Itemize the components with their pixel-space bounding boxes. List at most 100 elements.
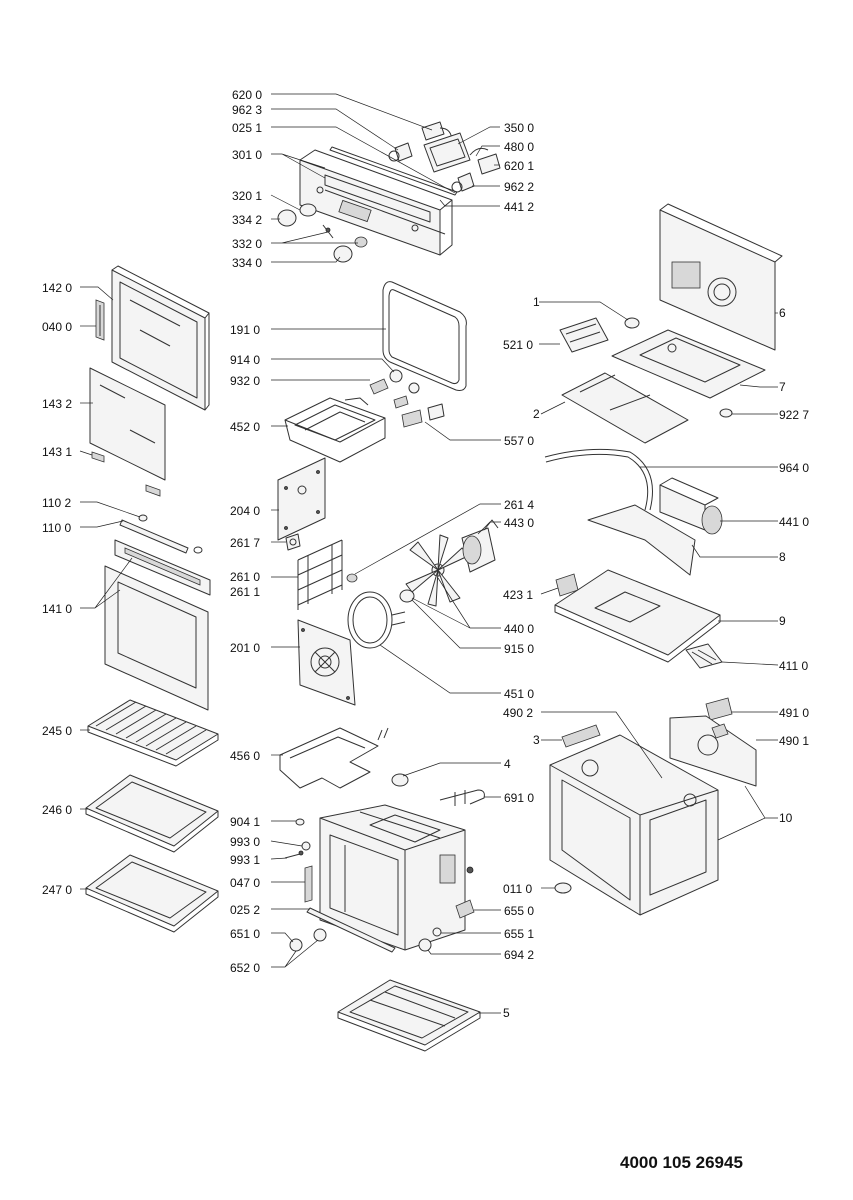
control-panel-group: [277, 121, 501, 263]
rail-047-0: [304, 865, 313, 903]
part-label: 4: [504, 757, 511, 771]
part-label: 456 0: [230, 749, 260, 763]
part-label: 557 0: [504, 434, 534, 448]
drip-tray: [85, 854, 219, 927]
part-label: 652 0: [230, 961, 260, 975]
part-label: 191 0: [230, 323, 260, 337]
part-label: 334 2: [232, 213, 262, 227]
part-label: 962 3: [232, 103, 262, 117]
fan-blade: [405, 534, 469, 607]
heating-fan-group: [277, 281, 499, 789]
part-label: 5: [503, 1006, 510, 1020]
part-label: 332 0: [232, 237, 262, 251]
control-plate-9: [554, 569, 721, 656]
part-label: 7: [779, 380, 786, 394]
cooling-frame-521-0: [559, 317, 609, 353]
relay-491-0: [705, 697, 733, 721]
part-label: 334 0: [232, 256, 262, 270]
lamp-cover: [389, 369, 403, 383]
terminal-block-411-0: [685, 643, 723, 669]
part-label: 411 0: [779, 659, 808, 673]
circular-element: [347, 591, 393, 649]
part-label: 441 0: [779, 515, 809, 529]
part-label: 9: [779, 614, 786, 628]
door-glass: [89, 367, 166, 481]
part-label: 110 0: [42, 521, 71, 535]
part-label: 261 1: [230, 585, 260, 599]
handle-cap-110-2: [138, 514, 148, 522]
handle-110-0: [119, 519, 189, 554]
door-outer-panel: [104, 565, 209, 711]
part-label: 3: [533, 733, 540, 747]
part-label: 143 2: [42, 397, 72, 411]
door-gasket: [382, 281, 467, 391]
grommet-1: [624, 317, 640, 329]
part-label: 904 1: [230, 815, 260, 829]
part-label: 691 0: [504, 791, 534, 805]
part-label: 141 0: [42, 602, 72, 616]
part-label: 620 0: [232, 88, 262, 102]
leader-lines: [79, 93, 779, 1014]
bottom-element: [279, 727, 379, 789]
part-label: 10: [779, 811, 793, 825]
part-label: 040 0: [42, 320, 72, 334]
part-label: 110 2: [42, 496, 71, 510]
door-group: [89, 265, 211, 711]
part-label: 011 0: [503, 882, 532, 896]
fan-support-8: [587, 504, 696, 576]
part-label: 521 0: [503, 338, 533, 352]
part-label: 245 0: [42, 724, 72, 738]
part-label: 490 2: [503, 706, 533, 720]
screw-904-1: [295, 818, 305, 826]
socket-655-1: [432, 927, 442, 937]
part-label: 246 0: [42, 803, 72, 817]
part-label: 1: [533, 295, 540, 309]
cavity-trim-025-2: [306, 907, 396, 953]
part-label: 201 0: [230, 641, 260, 655]
knob-320-1: [299, 203, 317, 217]
part-label: 441 2: [504, 200, 534, 214]
accessories-group: [85, 699, 219, 933]
part-label: 651 0: [230, 927, 260, 941]
grill-bracket: [401, 409, 423, 428]
part-label: 452 0: [230, 420, 260, 434]
switch-620-1: [477, 153, 501, 175]
washer-922-7: [719, 408, 733, 418]
part-label: 915 0: [504, 642, 534, 656]
foot-694-2: [418, 938, 432, 952]
part-label: 964 0: [779, 461, 809, 475]
knob-334-0: [333, 245, 353, 263]
glass-clips: [91, 451, 105, 463]
selector-switch-962-2: [457, 172, 475, 192]
thermostat-cap: [391, 773, 409, 787]
part-label: 694 2: [504, 948, 534, 962]
switch-620-0: [421, 121, 445, 141]
socket-655-0: [455, 899, 475, 919]
part-label: 301 0: [232, 148, 262, 162]
part-label: 261 0: [230, 570, 260, 584]
side-bracket-2: [561, 372, 689, 444]
thermostat-probe: [439, 789, 485, 805]
part-label: 350 0: [504, 121, 534, 135]
part-label: 142 0: [42, 281, 72, 295]
exhaust-tube: [544, 448, 653, 511]
back-panel: [659, 209, 776, 351]
document-number: 4000 105 26945: [620, 1153, 743, 1172]
part-label: 655 1: [504, 927, 534, 941]
screw-993-1: [284, 853, 301, 859]
part-label: 8: [779, 550, 786, 564]
part-label: 620 1: [504, 159, 534, 173]
part-label: 914 0: [230, 353, 260, 367]
foot-011-0: [554, 882, 572, 894]
part-label: 025 2: [230, 903, 260, 917]
part-label: 261 4: [504, 498, 534, 512]
fan-washer: [399, 589, 415, 603]
knob-334-2: [277, 209, 297, 227]
wire-shelf: [87, 699, 219, 761]
bottom-plate: [337, 979, 481, 1046]
part-label: 993 0: [230, 835, 260, 849]
part-label: 2: [533, 407, 540, 421]
insulation-3: [561, 724, 601, 748]
part-label: 6: [779, 306, 786, 320]
